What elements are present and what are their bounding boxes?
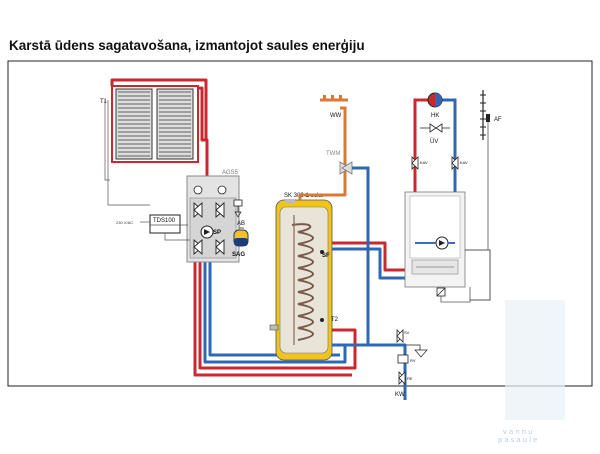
- rv-label: RV: [410, 358, 416, 363]
- kav-right-label: KAV: [460, 160, 468, 165]
- twm-label: TWM: [326, 151, 340, 157]
- ags5-solar-station: AGS5 SP AB: [186, 170, 245, 263]
- twm-mixing-valve: TWM: [326, 151, 370, 345]
- af-label: AF: [494, 117, 502, 123]
- outdoor-sensor: AF: [480, 90, 502, 250]
- tds100-controller: TDS100 230 V/AC: [116, 214, 190, 241]
- hk-label: HK: [431, 113, 439, 119]
- storage-tank: SK 300-1 solar SF T2: [269, 193, 339, 361]
- voltage-label: 230 V/AC: [116, 220, 133, 225]
- sv-label: SV: [404, 330, 410, 335]
- t2-label: T2: [331, 317, 339, 323]
- gas-boiler: [404, 191, 491, 303]
- t1-label: T1: [100, 99, 108, 105]
- watermark: vannu pasaule: [498, 428, 540, 444]
- watermark-block: [505, 300, 565, 420]
- page-title: Karstā ūdens sagatavošana, izmantojot sa…: [9, 38, 365, 53]
- solar-collectors: T1: [100, 85, 199, 163]
- sag-label: SAG: [232, 252, 245, 258]
- re-label: RE: [407, 376, 413, 381]
- heating-circuit: HK ÜV KAV KAV: [411, 92, 468, 192]
- sag-expansion-vessel: SAG: [232, 227, 249, 258]
- ags5-label: AGS5: [222, 170, 239, 176]
- ab-label: AB: [237, 221, 245, 227]
- cold-water-inlet: SV RV RE KW: [395, 329, 428, 398]
- kw-label: KW: [395, 392, 405, 398]
- kav-left-label: KAV: [420, 160, 428, 165]
- hot-water-supply: WW: [320, 95, 348, 168]
- uv-label: ÜV: [430, 138, 438, 145]
- sp-label: SP: [213, 230, 221, 236]
- sf-label: SF: [322, 253, 330, 259]
- tds100-label: TDS100: [153, 218, 176, 224]
- ww-label: WW: [330, 113, 342, 119]
